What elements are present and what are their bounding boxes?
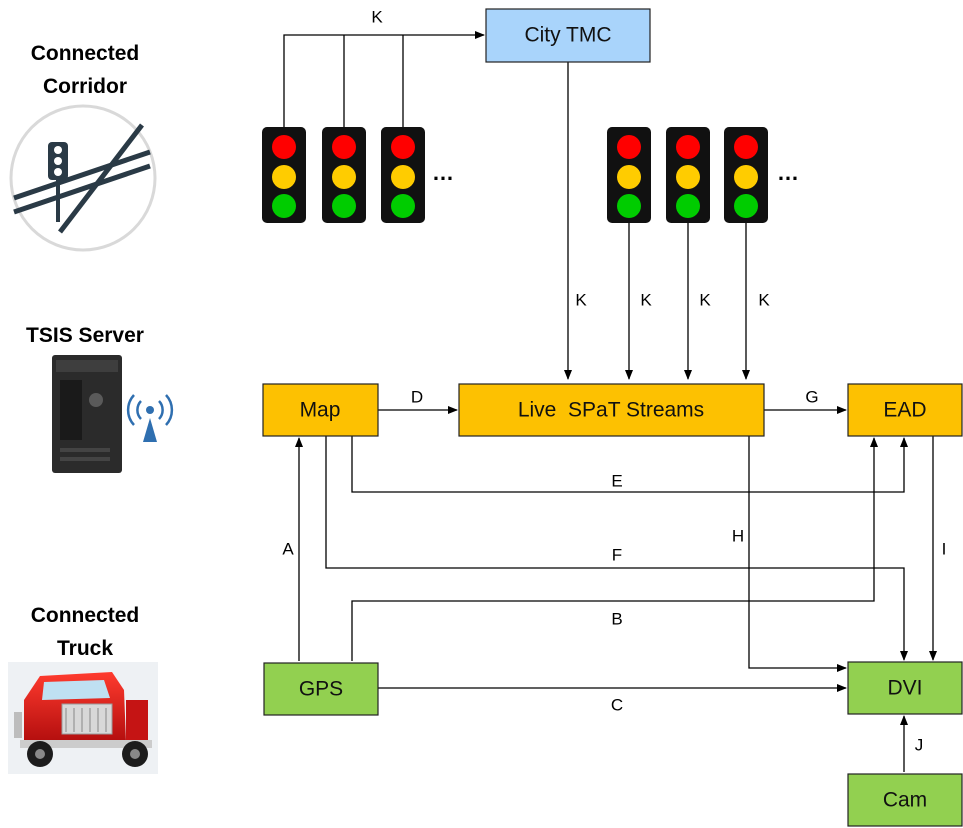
corridor-label-line1: Connected (31, 42, 140, 65)
dvi-label: DVI (887, 677, 922, 700)
edge-label-k-tmc: K (575, 291, 587, 310)
map-label: Map (300, 399, 341, 422)
edge-b-gps-to-ead (351, 437, 878, 661)
traffic-signal-3 (381, 127, 425, 223)
traffic-signal-5 (666, 127, 710, 223)
spat-label: Live SPaT Streams (518, 399, 704, 422)
red-semi-truck-icon (8, 662, 158, 774)
edge-label-k-signal6: K (758, 291, 770, 310)
corridor-label-line2: Corridor (43, 75, 127, 98)
cam-label: Cam (883, 789, 927, 812)
wireless-antenna-icon (126, 394, 174, 442)
edge-label-b: B (611, 610, 622, 629)
gps-label: GPS (299, 678, 343, 701)
node-gps: GPS (263, 662, 379, 716)
edge-label-h: H (732, 527, 744, 546)
traffic-signal-2 (322, 127, 366, 223)
edge-label-k-top: K (371, 8, 383, 27)
edge-e-map-to-ead (351, 436, 908, 493)
edge-h-spat-to-dvi (748, 436, 847, 672)
server-tower-icon (52, 355, 122, 473)
edge-label-j: J (915, 736, 924, 755)
ead-label: EAD (883, 399, 926, 422)
node-city-tmc: City TMC (485, 8, 651, 63)
traffic-corridor-icon (9, 104, 157, 252)
traffic-signal-4 (607, 127, 651, 223)
edge-label-f: F (612, 546, 622, 565)
traffic-signal-1 (262, 127, 306, 223)
edge-label-d: D (411, 388, 423, 407)
city-tmc-label: City TMC (524, 24, 611, 47)
edge-label-g: G (805, 388, 818, 407)
node-live-spat-streams: Live SPaT Streams (458, 383, 765, 437)
edge-label-a: A (282, 540, 294, 559)
truck-label-line1: Connected (31, 604, 140, 627)
edge-k-signals-to-tmc (283, 31, 485, 127)
node-cam: Cam (847, 773, 963, 827)
edge-f-map-to-dvi (325, 436, 908, 661)
truck-label-line2: Truck (57, 637, 113, 660)
signals-ellipsis-right: … (777, 160, 799, 185)
edge-label-k-signal4: K (640, 291, 652, 310)
node-map: Map (262, 383, 379, 437)
node-dvi: DVI (847, 661, 963, 715)
node-ead: EAD (847, 383, 963, 437)
server-label: TSIS Server (26, 324, 144, 347)
edge-label-c: C (611, 696, 623, 715)
edge-label-k-signal5: K (699, 291, 711, 310)
signals-ellipsis-left: … (432, 160, 454, 185)
edge-label-e: E (611, 472, 622, 491)
traffic-signal-6 (724, 127, 768, 223)
edge-label-i: I (942, 540, 947, 559)
